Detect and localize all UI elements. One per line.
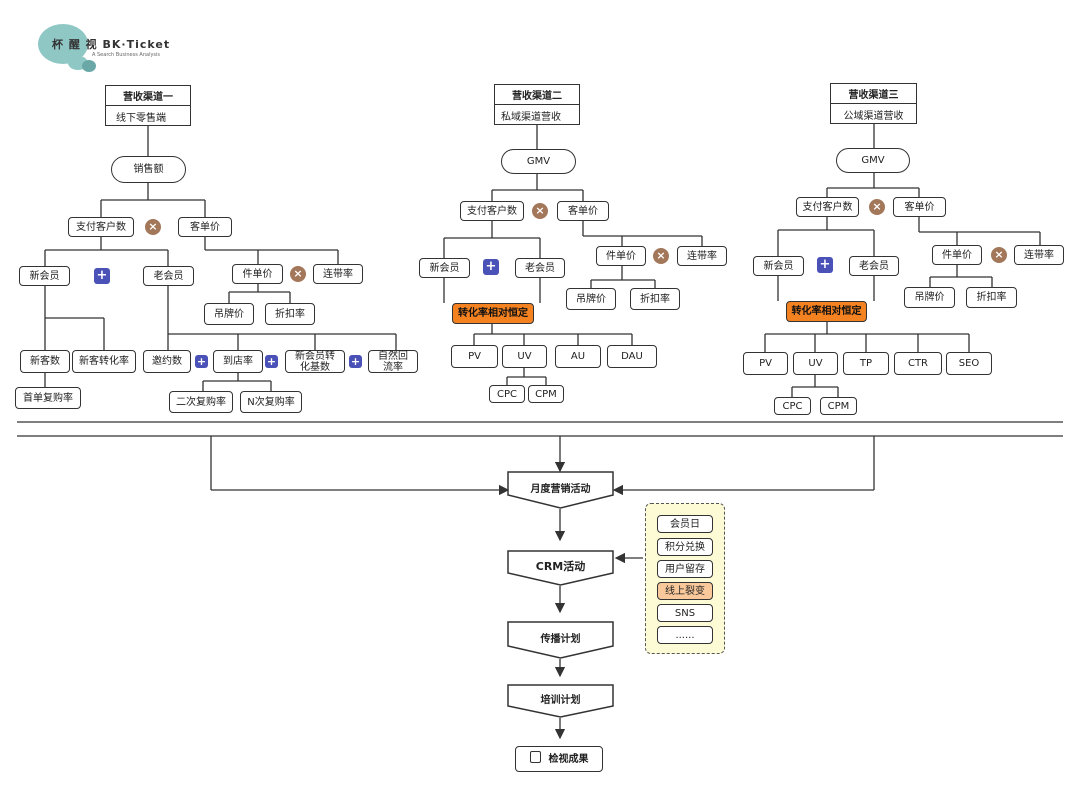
c2-uv: UV [502, 345, 547, 368]
activity-item: 会员日 [657, 515, 713, 533]
channel1-header: 营收渠道一 线下零售端 [105, 85, 191, 126]
c1-old-member: 老会员 [143, 266, 194, 286]
pentagon-shape [507, 684, 614, 718]
plus-icon: + [817, 257, 833, 273]
multiply-icon: × [145, 219, 161, 235]
invite-count: 邀约数 [143, 350, 191, 373]
activity-item: SNS [657, 604, 713, 622]
channel3-subtitle: 公域渠道营收 [843, 110, 904, 122]
sales-node: 销售额 [111, 156, 186, 183]
pentagon-shape [507, 621, 614, 659]
c3-tp: TP [843, 352, 889, 375]
plus-icon: + [265, 355, 278, 368]
c3-attach-rate: 连带率 [1014, 245, 1064, 265]
c2-old-member: 老会员 [515, 258, 565, 278]
activity-item: 用户留存 [657, 560, 713, 578]
channel2-title: 营收渠道二 [495, 85, 579, 105]
c3-cpm: CPM [820, 397, 857, 415]
store-visit-rate: 到店率 [213, 350, 263, 373]
c3-conversion-constant: 转化率相对恒定 [786, 301, 867, 322]
pentagon-shape [507, 471, 614, 509]
brand-logo: 杯 醒 视 BK·Ticket A Search Business Analys… [38, 22, 169, 72]
review-results-label: 检视成果 [548, 753, 589, 765]
c3-gmv: GMV [836, 148, 910, 173]
c1-tag-price: 吊牌价 [204, 303, 254, 325]
natural-return-rate: 自然回流率 [368, 350, 418, 373]
review-results-step: 检视成果 [515, 746, 603, 772]
activity-item-highlighted: 线上裂变 [657, 582, 713, 600]
c1-paying-customers: 支付客户数 [68, 217, 134, 237]
c3-tag-price: 吊牌价 [904, 287, 955, 308]
c1-discount-rate: 折扣率 [265, 303, 315, 325]
c2-unit-price: 件单价 [596, 246, 646, 266]
c2-discount-rate: 折扣率 [630, 288, 680, 310]
plus-icon: + [195, 355, 208, 368]
brand-tagline: A Search Business Analysis [92, 52, 161, 58]
c3-new-member: 新会员 [753, 256, 804, 276]
plus-icon: + [349, 355, 362, 368]
c2-new-member: 新会员 [419, 258, 470, 278]
first-order-repurchase: 首单复购率 [15, 387, 81, 409]
second-repurchase-rate: 二次复购率 [169, 391, 233, 413]
clipboard-icon [529, 751, 541, 763]
activity-item: ...... [657, 626, 713, 644]
plus-icon: + [94, 268, 110, 284]
c3-paying-customers: 支付客户数 [796, 197, 859, 217]
multiply-icon: × [991, 247, 1007, 263]
c2-cpm: CPM [528, 385, 564, 403]
plus-icon: + [483, 259, 499, 275]
spread-plan-label: 传播计划 [540, 633, 581, 645]
monthly-marketing-label: 月度营销活动 [530, 483, 591, 495]
pentagon-shape [507, 550, 614, 586]
c2-paying-customers: 支付客户数 [460, 201, 524, 221]
channel3-header: 营收渠道三 公域渠道营收 [830, 83, 917, 124]
c1-new-member: 新会员 [19, 266, 70, 286]
new-customer-count: 新客数 [20, 350, 70, 373]
multiply-icon: × [653, 248, 669, 264]
channel2-subtitle: 私域渠道营收 [501, 111, 561, 123]
c3-seo: SEO [946, 352, 992, 375]
nth-repurchase-rate: N次复购率 [240, 391, 302, 413]
c1-aov: 客单价 [178, 217, 232, 237]
c3-cpc: CPC [774, 397, 811, 415]
crm-label: CRM活动 [535, 559, 586, 573]
crm-activities-box: 会员日 积分兑换 用户留存 线上裂变 SNS ...... [645, 503, 725, 654]
training-plan-label: 培训计划 [540, 695, 581, 706]
brand-name: 杯 醒 视 BK·Ticket [52, 38, 171, 51]
monthly-marketing-step: 月度营销活动 [507, 471, 614, 509]
new-customer-conversion: 新客转化率 [72, 350, 136, 373]
c2-gmv: GMV [501, 149, 576, 174]
multiply-icon: × [290, 266, 306, 282]
channel2-header: 营收渠道二 私域渠道营收 [494, 84, 580, 125]
c2-dau: DAU [607, 345, 657, 368]
c3-discount-rate: 折扣率 [966, 287, 1017, 308]
c3-uv: UV [793, 352, 838, 375]
c2-au: AU [555, 345, 601, 368]
activity-item: 积分兑换 [657, 538, 713, 556]
c2-tag-price: 吊牌价 [566, 288, 616, 310]
spread-plan-step: 传播计划 [507, 621, 614, 659]
c2-cpc: CPC [489, 385, 525, 403]
c2-conversion-constant: 转化率相对恒定 [452, 303, 534, 324]
c3-pv: PV [743, 352, 788, 375]
c3-unit-price: 件单价 [932, 245, 982, 265]
c2-attach-rate: 连带率 [677, 246, 727, 266]
c3-aov: 客单价 [893, 197, 946, 217]
channel1-subtitle: 线下零售端 [116, 112, 166, 124]
channel3-title: 营收渠道三 [831, 84, 916, 104]
multiply-icon: × [532, 203, 548, 219]
crm-step: CRM活动 [507, 550, 614, 586]
c1-attach-rate: 连带率 [313, 264, 363, 284]
training-plan-step: 培训计划 [507, 684, 614, 718]
bubble-dot [82, 60, 96, 72]
multiply-icon: × [869, 199, 885, 215]
channel1-title: 营收渠道一 [106, 86, 190, 106]
c2-pv: PV [451, 345, 498, 368]
c1-unit-price: 件单价 [232, 264, 283, 284]
new-member-conversion-base: 新会员转化基数 [285, 350, 345, 373]
c2-aov: 客单价 [557, 201, 609, 221]
c3-old-member: 老会员 [849, 256, 899, 276]
c3-ctr: CTR [894, 352, 942, 375]
